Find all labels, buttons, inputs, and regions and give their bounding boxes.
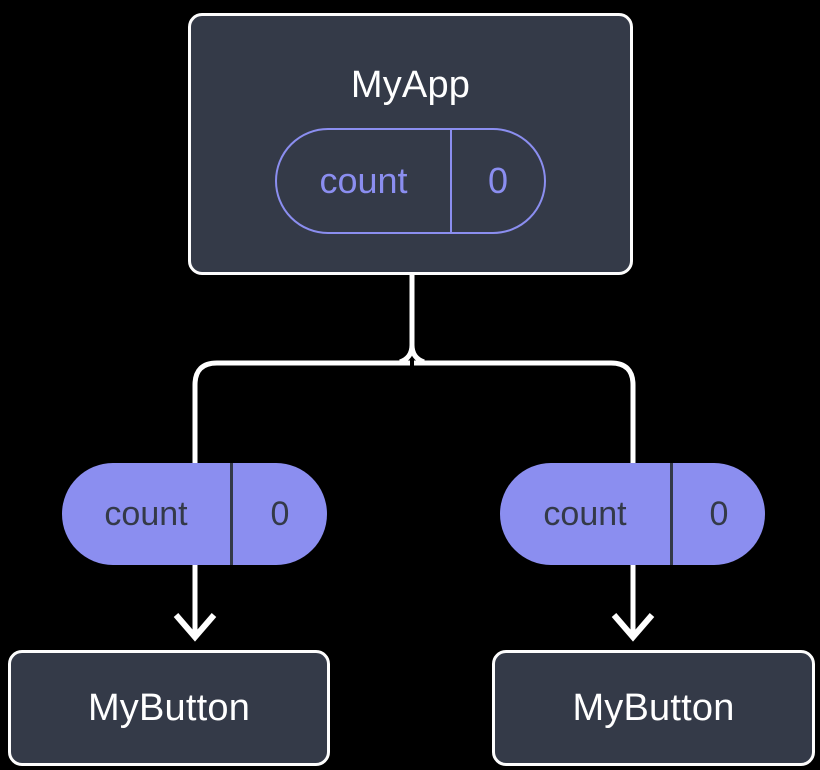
edge-branch-to-left-prop — [192, 360, 410, 466]
edge-root-to-branch — [409, 275, 425, 365]
component-title-mybutton: MyButton — [572, 687, 735, 729]
component-node-mybutton-left[interactable]: MyButton — [8, 650, 330, 766]
prop-pill-value: 0 — [270, 495, 290, 533]
arrowhead-right — [611, 613, 655, 642]
prop-pill-value: 0 — [709, 495, 729, 533]
prop-pill-key: count — [62, 463, 233, 565]
arrowhead-left — [173, 613, 217, 642]
prop-pill-key: count — [500, 463, 673, 565]
state-pill-key: count — [277, 130, 452, 232]
component-title-mybutton: MyButton — [87, 687, 251, 729]
component-node-mybutton-right[interactable]: MyButton — [492, 650, 815, 766]
edge-branch-mirror — [399, 344, 415, 365]
prop-pill-right[interactable]: count 0 — [500, 463, 765, 565]
component-title-myapp: MyApp — [350, 64, 471, 106]
state-pill-value: 0 — [487, 160, 509, 201]
edge-branch-to-right-prop — [414, 360, 636, 466]
prop-pill-left[interactable]: count 0 — [62, 463, 327, 565]
state-pill-myapp[interactable]: count 0 — [275, 128, 546, 234]
